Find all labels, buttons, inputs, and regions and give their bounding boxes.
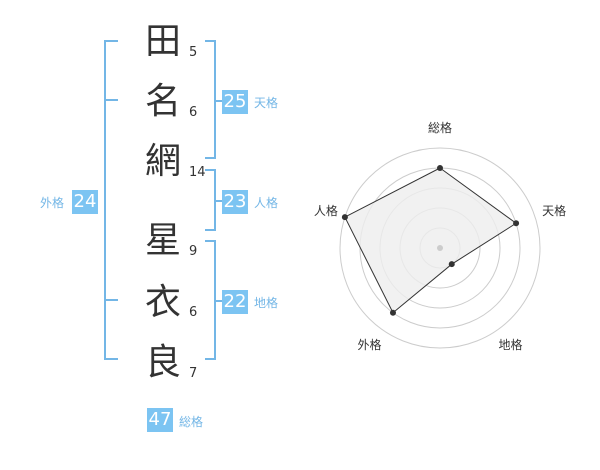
radar-point-5 bbox=[341, 214, 348, 221]
radar-axis-label-1: 総格 bbox=[428, 120, 452, 135]
jinkaku-badge: 23 bbox=[222, 190, 248, 214]
radar-point-2 bbox=[513, 220, 520, 227]
radar-axis-label-2: 天格 bbox=[542, 203, 566, 218]
radar-area bbox=[344, 167, 517, 314]
stroke-count-2: 6 bbox=[189, 105, 198, 120]
chikaku-label: 地格 bbox=[254, 296, 279, 310]
radar-axis-label-3: 地格 bbox=[499, 337, 523, 352]
stroke-count-6: 7 bbox=[189, 366, 198, 381]
stroke-count-5: 6 bbox=[189, 305, 198, 320]
tenkaku-label: 天格 bbox=[254, 96, 279, 110]
name-char-3: 網 bbox=[144, 141, 181, 182]
tenkaku-badge: 25 bbox=[222, 90, 248, 114]
radar-axis-label-4: 外格 bbox=[357, 337, 381, 352]
soukaku-label: 総格 bbox=[179, 415, 204, 429]
name-char-6: 良 bbox=[144, 342, 181, 383]
gaikaku-label: 外格 bbox=[40, 196, 65, 210]
jinkaku-label: 人格 bbox=[254, 196, 279, 210]
soukaku-badge: 47 bbox=[147, 408, 173, 432]
stroke-count-4: 9 bbox=[189, 244, 198, 259]
gaikaku-badge: 24 bbox=[72, 190, 98, 214]
radar-axis-label-5: 人格 bbox=[314, 203, 338, 218]
radar-grid-ring-5 bbox=[339, 147, 541, 349]
radar-point-1 bbox=[437, 165, 443, 171]
name-char-5: 衣 bbox=[144, 282, 181, 323]
radar-center-dot bbox=[437, 245, 443, 251]
name-char-4: 星 bbox=[144, 220, 181, 261]
stroke-count-3: 14 bbox=[189, 165, 206, 180]
radar-point-3 bbox=[448, 261, 455, 268]
name-char-2: 名 bbox=[144, 81, 181, 122]
stroke-count-1: 5 bbox=[189, 45, 198, 60]
chikaku-badge: 22 bbox=[222, 290, 248, 314]
name-char-1: 田 bbox=[144, 21, 181, 62]
radar-point-4 bbox=[389, 309, 396, 316]
